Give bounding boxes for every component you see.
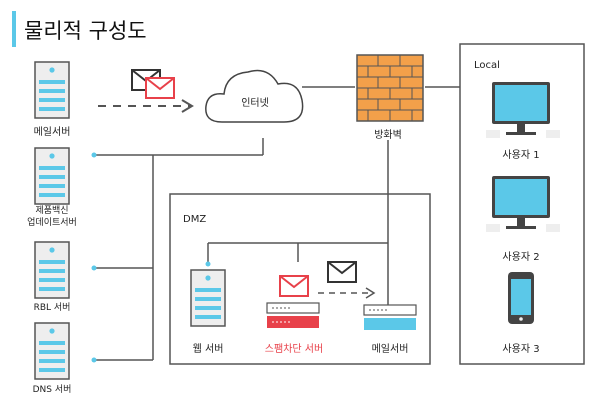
dmz-mail-server-icon (363, 304, 417, 330)
dmz-mail-server-label: 메일서버 (372, 343, 409, 355)
smartphone-icon (508, 272, 534, 324)
brick-wall-icon (356, 54, 424, 122)
desk-shadow-2 (546, 130, 560, 138)
mail-server-icon (34, 61, 70, 119)
desk-shadow-3 (486, 224, 500, 232)
spam-server-icon (266, 302, 320, 328)
rbl-server-label: RBL 서버 (34, 302, 71, 313)
spam-server-label: 스팸차단 서버 (265, 343, 323, 355)
monitor-icon-user2 (492, 176, 550, 229)
title-accent-bar (12, 11, 16, 47)
web-server-label: 웹 서버 (193, 343, 224, 355)
rbl-server-icon (34, 241, 70, 299)
desk-shadow-1 (486, 130, 500, 138)
web-server-icon (190, 269, 226, 327)
vaccine-server-label-line1: 제품백신 (35, 205, 68, 216)
dmz-mail-arrow (318, 287, 376, 299)
dmz-label: DMZ (183, 214, 206, 225)
dmz-envelope-icon (327, 261, 357, 283)
internet-label: 인터넷 (241, 97, 269, 109)
local-label: Local (474, 60, 500, 71)
desk-shadow-4 (546, 224, 560, 232)
user1-label: 사용자 1 (502, 149, 539, 161)
mail-server-label: 메일서버 (34, 126, 71, 138)
user2-label: 사용자 2 (502, 251, 539, 263)
dns-server-label: DNS 서버 (33, 384, 72, 395)
mail-arrow (98, 99, 194, 113)
left-bus-lines (94, 86, 460, 361)
firewall-label: 방화벽 (374, 129, 402, 141)
monitor-icon-user1 (492, 82, 550, 135)
dns-server-icon (34, 322, 70, 380)
user3-label: 사용자 3 (502, 343, 539, 355)
bus-connector-dots (91, 152, 211, 363)
local-zone (459, 43, 585, 365)
dmz-zone (169, 193, 431, 365)
vaccine-update-server-icon (34, 147, 70, 205)
vaccine-server-label-line2: 업데이트서버 (27, 217, 77, 228)
cloud-icon (205, 69, 304, 123)
envelope-red-icon (145, 77, 175, 99)
page-title: 물리적 구성도 (24, 19, 147, 43)
spam-server-envelope-icon (279, 275, 309, 297)
